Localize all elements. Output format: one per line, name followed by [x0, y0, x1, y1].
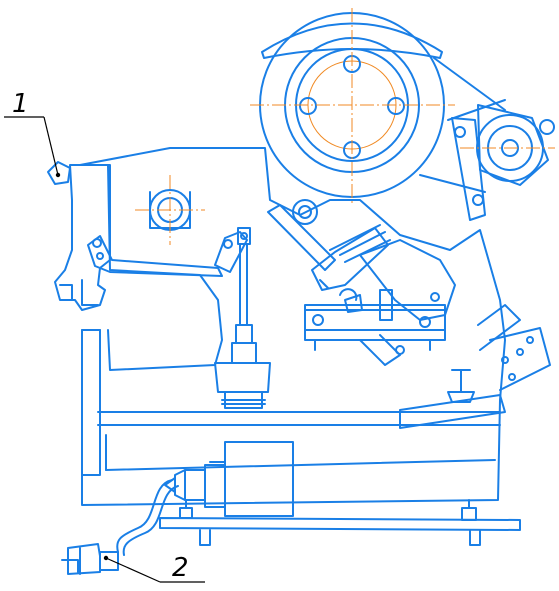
frame [79, 147, 551, 506]
adjust-knob [447, 369, 475, 403]
callout-label-1: 1 [12, 89, 29, 119]
vertical-rod [214, 244, 271, 409]
callout-label-2: 2 [172, 553, 189, 583]
cable [116, 479, 179, 556]
base-plate [159, 499, 521, 546]
left-bearing [135, 175, 205, 245]
callout-1: 1 [4, 89, 59, 176]
belt-drive [419, 57, 555, 221]
flywheel [250, 8, 455, 205]
linkage-arm [87, 227, 251, 277]
tool-block [267, 199, 456, 366]
callout-2: 2 [105, 553, 205, 583]
left-housing [47, 161, 111, 311]
motor [164, 441, 294, 517]
foot-switch [61, 543, 119, 575]
